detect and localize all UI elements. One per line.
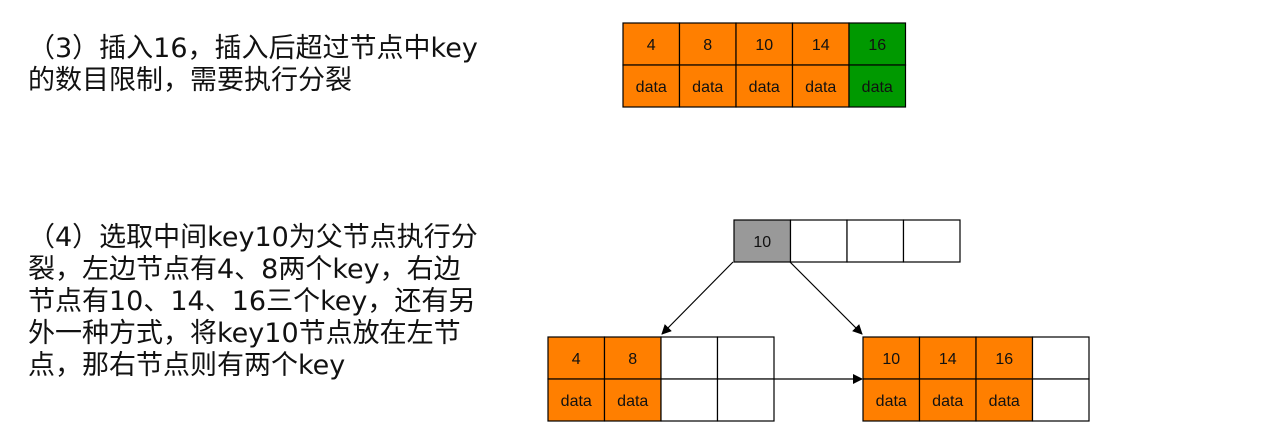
right-data-3-box	[1031, 378, 1090, 422]
right-data-2-label: data	[989, 393, 1020, 410]
overflow-key-2-box	[735, 22, 794, 66]
left-key-2-box	[660, 336, 719, 380]
left-key-0-label: 4	[572, 351, 581, 368]
right-data-2-box	[975, 378, 1034, 422]
left-key-3-box	[716, 336, 775, 380]
overflow-key-2-label: 10	[755, 37, 773, 54]
left-child-node: 4 data 8 data	[547, 336, 775, 422]
overflow-data-4-label: data	[862, 79, 893, 96]
overflow-data-2-box	[735, 64, 794, 108]
right-key-2-box	[975, 336, 1034, 380]
right-key-0-label: 10	[882, 351, 900, 368]
overflow-data-3-label: data	[805, 79, 836, 96]
right-data-1-label: data	[932, 393, 963, 410]
left-data-0-label: data	[561, 393, 592, 410]
parent-key-1-box	[789, 219, 848, 263]
left-key-1-box	[603, 336, 662, 380]
step3-description: （3）插入16，插入后超过节点中key 的数目限制，需要执行分裂	[28, 33, 478, 96]
overflow-node: 4 data 8 data 10 data 14 data 16 data	[622, 22, 907, 108]
overflow-key-1-box	[678, 22, 737, 66]
parent-node: 10	[733, 219, 961, 263]
right-key-0-box	[862, 336, 921, 380]
left-data-1-box	[603, 378, 662, 422]
left-data-3-box	[716, 378, 775, 422]
overflow-key-1-label: 8	[703, 37, 712, 54]
right-data-1-box	[918, 378, 977, 422]
overflow-data-2-label: data	[749, 79, 780, 96]
overflow-data-0-label: data	[636, 79, 667, 96]
right-child-node: 10 data 14 data 16 data	[862, 336, 1090, 422]
overflow-data-4-box	[848, 64, 907, 108]
overflow-key-3-label: 14	[812, 37, 830, 54]
left-data-2-box	[660, 378, 719, 422]
step4-description: （4）选取中间key10为父节点执行分 裂，左边节点有4、8两个key，右边 节…	[28, 222, 478, 381]
overflow-data-3-box	[791, 64, 850, 108]
overflow-data-1-label: data	[692, 79, 723, 96]
overflow-key-0-label: 4	[647, 37, 656, 54]
left-key-1-label: 8	[628, 351, 637, 368]
parent-key-0-label: 10	[753, 234, 771, 251]
overflow-data-1-box	[678, 64, 737, 108]
right-key-1-label: 14	[939, 351, 957, 368]
right-data-0-label: data	[876, 393, 907, 410]
overflow-key-4-label: 16	[868, 37, 886, 54]
left-key-0-box	[547, 336, 606, 380]
right-key-2-label: 16	[995, 351, 1013, 368]
parent-key-3-box	[902, 219, 961, 263]
edge-parent-to-right	[789, 261, 863, 335]
left-data-1-label: data	[617, 393, 648, 410]
edges	[661, 261, 863, 384]
right-data-0-box	[862, 378, 921, 422]
left-data-0-box	[547, 378, 606, 422]
right-key-3-box	[1031, 336, 1090, 380]
parent-key-0-box	[733, 219, 792, 263]
edge-parent-to-left	[661, 261, 734, 335]
parent-key-2-box	[846, 219, 905, 263]
